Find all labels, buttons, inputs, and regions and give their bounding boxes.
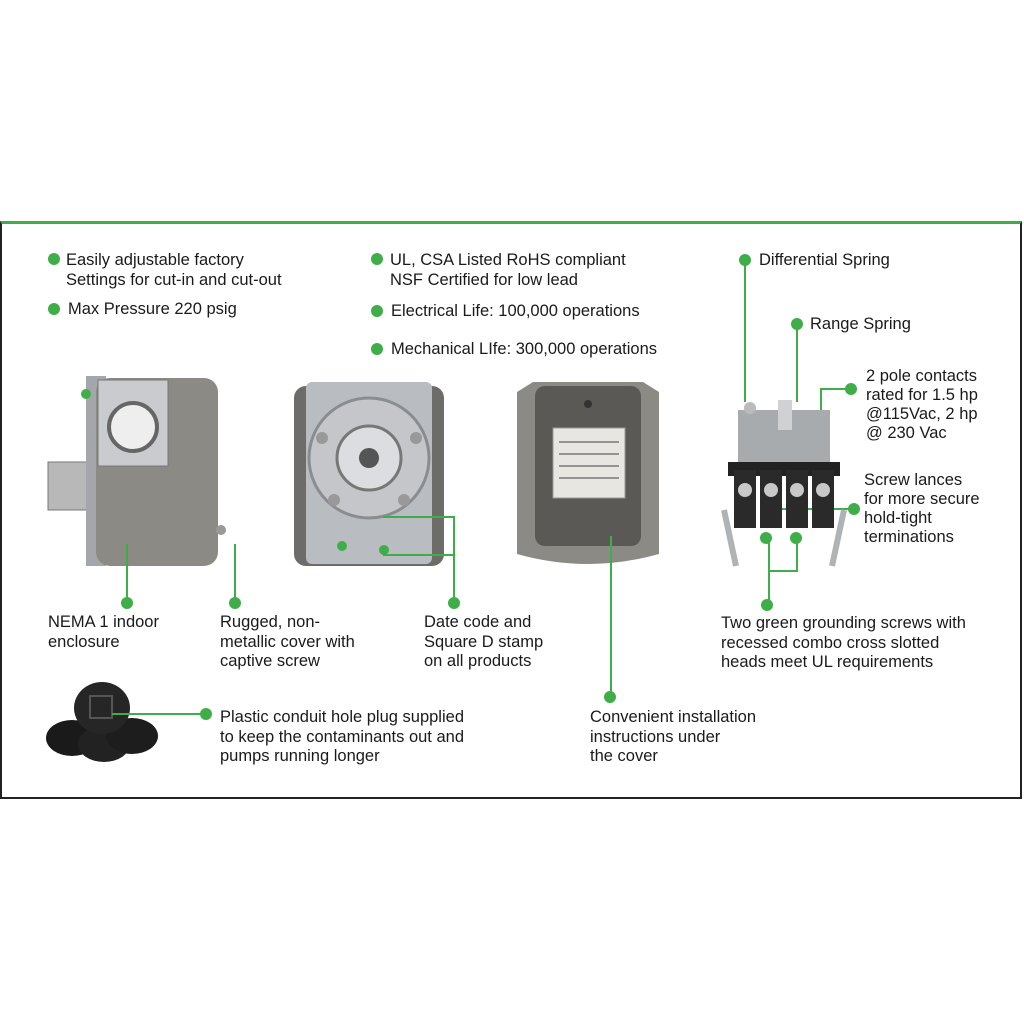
callout-line xyxy=(453,516,455,602)
callout-dot xyxy=(845,383,857,395)
callout-dot xyxy=(448,597,460,609)
callout-dot xyxy=(848,503,860,515)
callout-line xyxy=(796,326,798,402)
feature-instructions: Convenient installation instructions und… xyxy=(590,708,757,765)
bullet-dot xyxy=(371,343,383,355)
feature-mechanical-life: Mechanical LIfe: 300,000 operations xyxy=(391,340,658,358)
feature-date-code: Date code and Square D stamp on all prod… xyxy=(424,613,544,670)
enclosure-side-image xyxy=(47,376,226,566)
callout-dot xyxy=(761,599,773,611)
callout-dot xyxy=(791,318,803,330)
diaphragm-image xyxy=(294,382,444,566)
callout-line xyxy=(112,713,206,715)
bullet-dot xyxy=(371,253,383,265)
feature-cover: Rugged, non- metallic cover with captive… xyxy=(220,613,355,670)
callout-dot xyxy=(604,691,616,703)
callout-dot xyxy=(200,708,212,720)
feature-screw-lances: Screw lances for more secure hold-tight … xyxy=(864,471,980,546)
bullet-dot xyxy=(48,303,60,315)
callout-line xyxy=(768,570,798,572)
cover-interior-image xyxy=(517,382,659,564)
feature-electrical-life: Electrical Life: 100,000 operations xyxy=(391,302,640,320)
feature-contacts: 2 pole contacts rated for 1.5 hp @115Vac… xyxy=(866,367,978,442)
callout-line xyxy=(768,536,770,602)
feature-listing: UL, CSA Listed RoHS compliant NSF Certif… xyxy=(390,251,626,289)
feature-differential-spring: Differential Spring xyxy=(759,251,890,269)
callout-line xyxy=(744,262,746,402)
callout-line xyxy=(610,536,612,696)
callout-line xyxy=(234,544,236,602)
callout-line xyxy=(126,544,128,602)
callout-line xyxy=(383,516,455,518)
callout-line xyxy=(768,508,850,510)
callout-dot xyxy=(739,254,751,266)
feature-grounding: Two green grounding screws with recessed… xyxy=(721,614,966,671)
contact-block-image xyxy=(721,400,847,567)
feature-range-spring: Range Spring xyxy=(810,315,911,333)
feature-adjustable: Easily adjustable factory Settings for c… xyxy=(66,251,282,289)
callout-line xyxy=(383,554,455,556)
callout-dot xyxy=(229,597,241,609)
feature-nema: NEMA 1 indoor enclosure xyxy=(48,613,159,651)
bullet-dot xyxy=(48,253,60,265)
feature-plug: Plastic conduit hole plug supplied to ke… xyxy=(220,708,465,765)
callout-line xyxy=(796,536,798,572)
callout-line xyxy=(820,388,848,390)
callout-dot xyxy=(121,597,133,609)
bullet-dot xyxy=(371,305,383,317)
feature-max-pressure: Max Pressure 220 psig xyxy=(68,300,237,318)
conduit-plug-image xyxy=(46,682,158,762)
